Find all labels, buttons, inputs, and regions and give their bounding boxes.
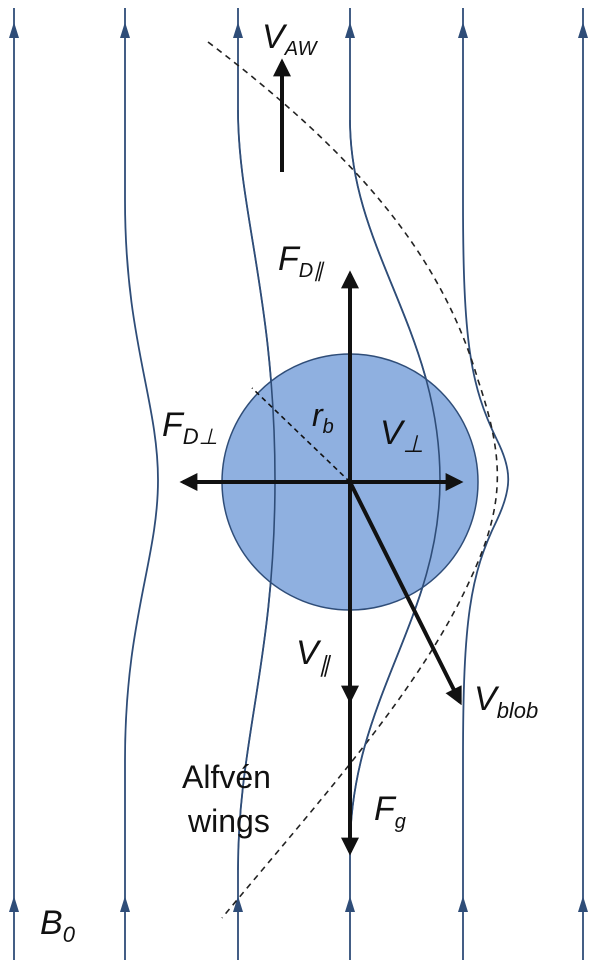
alfven-wing-curve — [207, 41, 499, 919]
arrowhead-top-3 — [233, 22, 243, 38]
arrowhead-top-4 — [345, 22, 355, 38]
arrowhead-top-6 — [578, 22, 588, 38]
vectors — [179, 58, 464, 856]
radius-line — [251, 387, 351, 483]
label-alfven-line2: wings — [187, 803, 270, 839]
label-f-d-par: FD∥ — [278, 240, 325, 282]
arrowhead-top-2 — [120, 22, 130, 38]
field-line-5 — [462, 8, 510, 960]
arrowhead-bottom-4 — [345, 896, 355, 912]
arrowhead-top-5 — [458, 22, 468, 38]
label-f-d-perp: FD⊥ — [162, 406, 218, 449]
label-v-blob: Vblob — [474, 680, 538, 723]
label-alfven-line1: Alfvén — [182, 759, 271, 795]
arrowhead-bottom-5 — [458, 896, 468, 912]
arrowhead-bottom-1 — [9, 896, 19, 912]
arrowhead-bottom-3 — [233, 896, 243, 912]
label-b-0: B0 — [40, 904, 76, 947]
label-v-par: V∥ — [296, 634, 332, 677]
arrowhead-bottom-2 — [120, 896, 130, 912]
arrowhead-bottom-6 — [578, 896, 588, 912]
arrowhead-top-1 — [9, 22, 19, 38]
v-blob-arrow — [348, 481, 462, 706]
label-v-perp: V⊥ — [380, 414, 424, 458]
label-v-aw: VAW — [262, 18, 319, 60]
label-f-g: Fg — [374, 790, 406, 833]
label-r-b: rb — [312, 397, 334, 438]
field-arrowheads — [9, 22, 588, 912]
field-line-2 — [124, 8, 159, 960]
